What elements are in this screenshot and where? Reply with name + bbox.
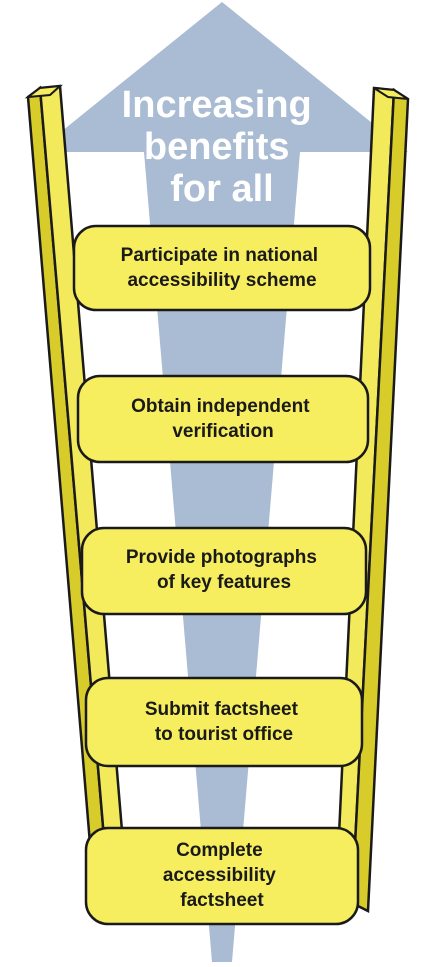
rung-1-box — [72, 224, 372, 312]
arrow-label-line-3: for all — [170, 168, 273, 210]
rung-3-line-2: of key features — [157, 572, 291, 593]
rung-4-label: Submit factsheet to tourist office — [145, 699, 303, 745]
rung-4: Submit factsheet to tourist office — [84, 676, 364, 768]
rung-5-label: Complete accessibility factsheet — [163, 840, 281, 911]
rung-4-line-2: to tourist office — [155, 724, 293, 745]
rung-3-line-1: Provide photographs — [126, 547, 317, 568]
rung-2-line-1: Obtain independent — [131, 396, 310, 417]
rung-1-line-2: accessibility scheme — [127, 270, 316, 291]
rung-5: Complete accessibility factsheet — [84, 826, 360, 926]
arrow-label-line-1: Increasing — [122, 84, 312, 126]
rung-2-label: Obtain independent verification — [131, 396, 315, 442]
arrow-label: Increasing benefits for all — [122, 84, 323, 210]
left-rail-top — [24, 84, 63, 99]
rung-4-box — [84, 676, 364, 768]
rung-5-line-1: Complete — [176, 840, 263, 861]
right-rail-top — [373, 87, 409, 100]
rung-2: Obtain independent verification — [76, 374, 370, 464]
rung-3-label: Provide photographs of key features — [126, 547, 322, 593]
rung-1-label: Participate in national accessibility sc… — [121, 245, 324, 291]
rung-3: Provide photographs of key features — [80, 526, 368, 616]
arrow-label-line-2: benefits — [144, 126, 290, 168]
rung-5-line-3: factsheet — [180, 890, 264, 911]
rung-3-box — [80, 526, 368, 616]
rung-1: Participate in national accessibility sc… — [72, 224, 372, 312]
rung-5-box — [84, 826, 360, 926]
right-rail — [334, 86, 410, 913]
rung-5-line-2: accessibility — [163, 865, 276, 886]
rung-2-box — [76, 374, 370, 464]
rung-2-line-2: verification — [172, 421, 273, 442]
left-rail — [24, 84, 130, 919]
rung-1-line-1: Participate in national — [121, 245, 318, 266]
benefits-arrow — [36, 2, 408, 962]
rung-4-line-1: Submit factsheet — [145, 699, 299, 720]
